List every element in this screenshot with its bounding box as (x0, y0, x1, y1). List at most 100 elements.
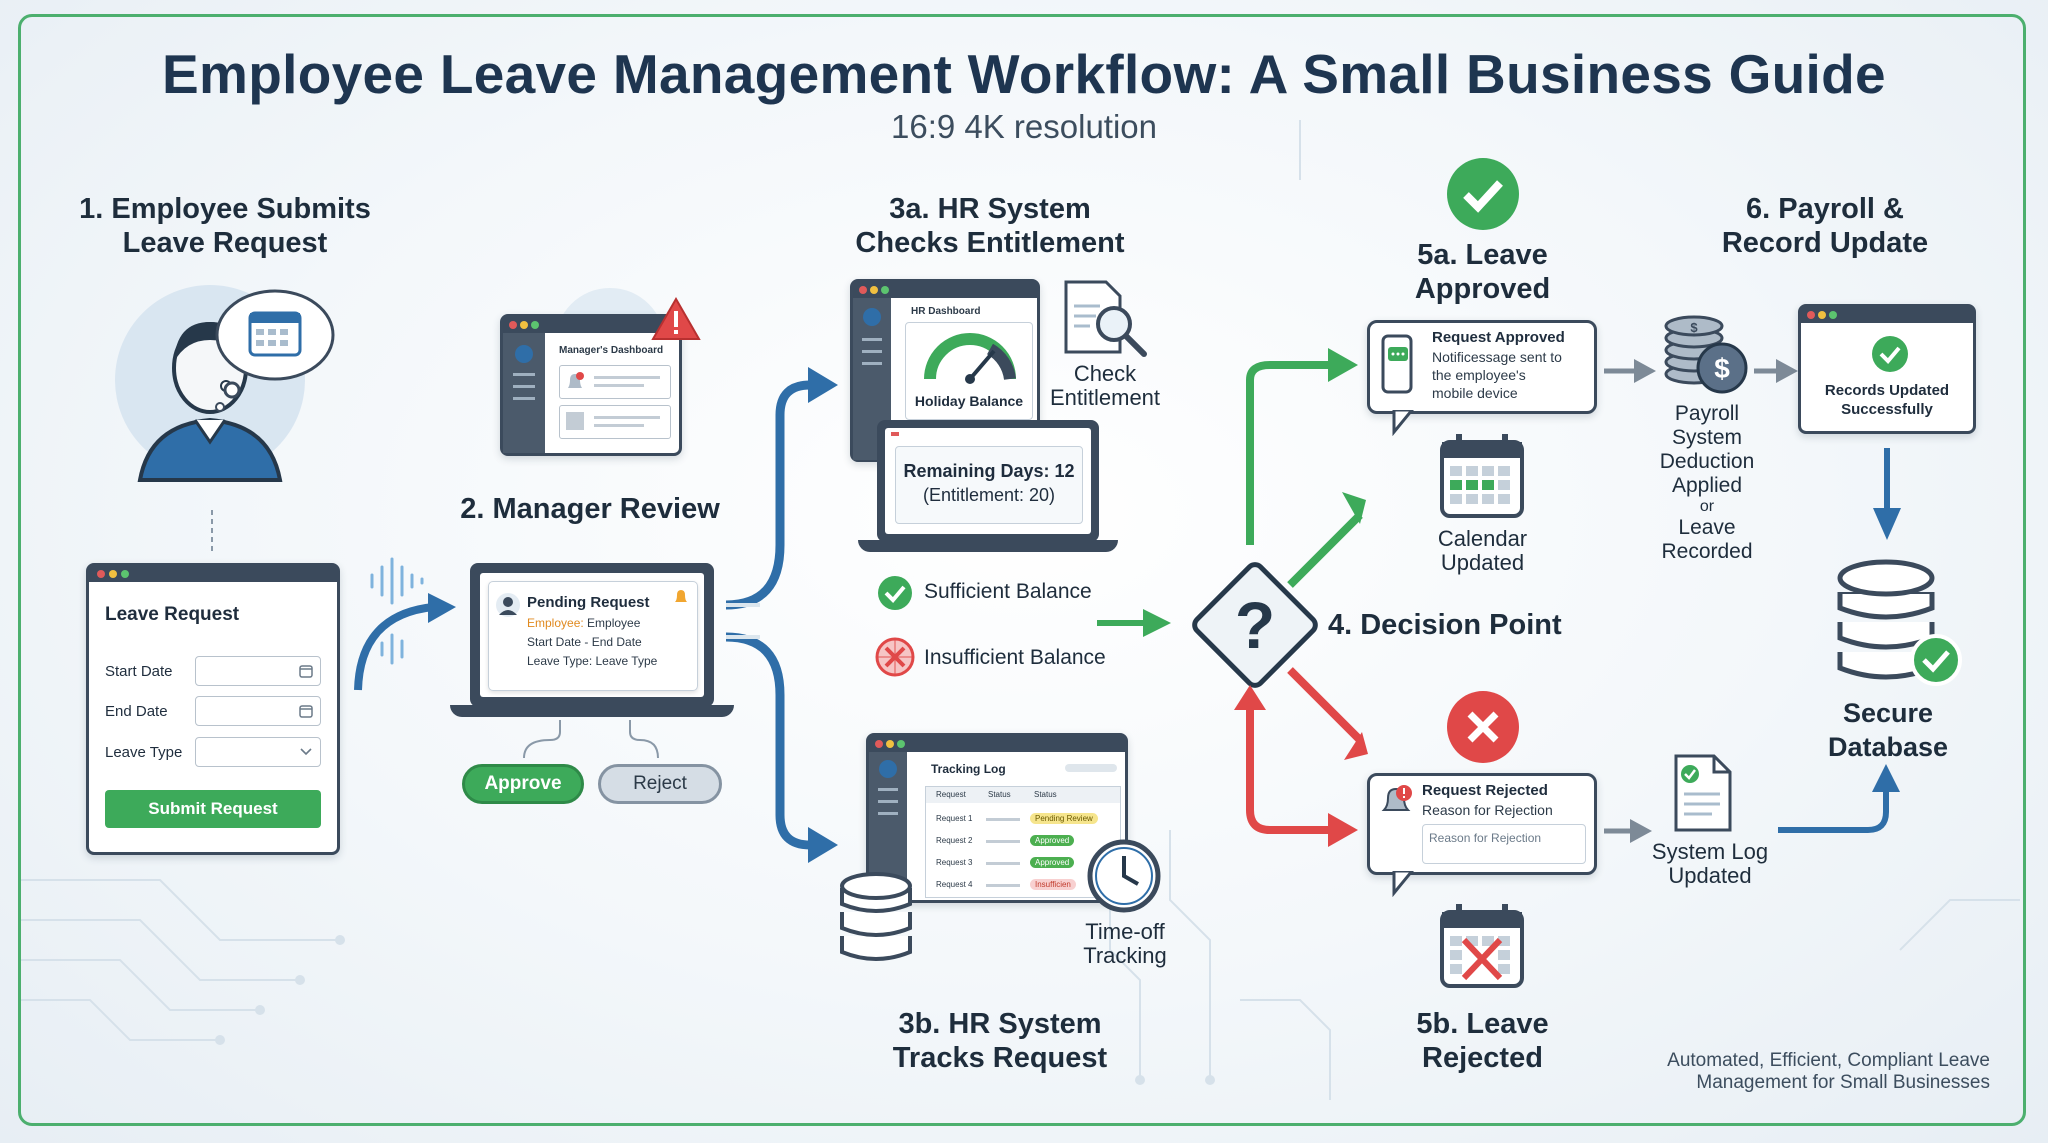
decision-diamond: ? (1192, 562, 1318, 688)
chevron-down-icon (300, 748, 312, 756)
step-2-label: 2. Manager Review (460, 493, 720, 525)
secure-database-label: Secure Database (1820, 696, 1956, 764)
rejection-reason-field[interactable]: Reason for Rejection (1422, 824, 1586, 864)
gauge-icon (924, 333, 1016, 384)
arrow-rejected-to-log (1604, 819, 1652, 843)
rejected-title: Request Rejected (1422, 782, 1548, 799)
calendar-icon (299, 705, 313, 718)
payroll-text: Payroll System Deduction Applied or Leav… (1632, 402, 1782, 564)
managers-dashboard-window: Manager's Dashboard (500, 314, 682, 456)
payroll-line-3: Deduction (1659, 450, 1755, 473)
table-row: Request 2 Approved (926, 833, 1120, 851)
insufficient-balance-label: Insufficient Balance (924, 646, 1106, 669)
start-date-label: Start Date (105, 663, 173, 680)
approve-button[interactable]: Approve (462, 764, 584, 804)
row-request-name: Request 3 (936, 858, 973, 867)
form-title: Leave Request (105, 604, 240, 625)
page-subtitle: 16:9 4K resolution (890, 108, 1157, 145)
rejected-x-icon (1447, 691, 1519, 763)
check-circle-icon (878, 576, 912, 610)
svg-text:?: ? (1235, 588, 1275, 662)
row-status-badge: Insufficien (1030, 879, 1076, 890)
row-request-name: Request 2 (936, 836, 973, 845)
approved-line-1: Notificessage sent to (1432, 349, 1562, 365)
secure-database-icon (1837, 559, 1962, 686)
records-updated-window: Records Updated Successfully (1798, 304, 1976, 434)
approved-line-2: the employee's (1432, 367, 1526, 383)
payroll-line-5: Leave (1678, 516, 1736, 539)
arrow-records-to-db (1873, 448, 1901, 540)
check-entitlement-label: Check Entitlement (1049, 361, 1161, 410)
signal-waves-icon (370, 557, 424, 665)
col-request: Request (936, 790, 966, 799)
warning-icon (651, 296, 701, 340)
leave-type-select[interactable] (195, 737, 321, 767)
secure-db-line-1: Secure (1842, 698, 1934, 728)
start-date-field[interactable] (195, 656, 321, 686)
request-approved-notification: Request Approved Notificessage sent to t… (1367, 320, 1597, 414)
page-title: Employee Leave Management Workflow: A Sm… (162, 43, 1886, 105)
employee-value: Employee (587, 616, 641, 630)
payroll-or: or (1699, 498, 1715, 515)
person-icon (496, 593, 520, 617)
rejection-reason-placeholder: Reason for Rejection (1429, 831, 1542, 845)
step-3b-label: 3b. HR System Tracks Request (892, 1008, 1108, 1074)
col-status: Status (988, 790, 1011, 799)
table-row: Request 4 Insufficien (926, 877, 1120, 895)
connector-dashed (211, 510, 213, 555)
request-rejected-notification: Request Rejected Reason for Rejection Re… (1367, 773, 1597, 875)
managers-dashboard-title: Manager's Dashboard (559, 345, 664, 356)
tracking-log-window: Tracking Log Request Status Status Reque… (866, 733, 1128, 903)
leave-request-form: Leave Request Start Date End Date Leave … (86, 563, 340, 855)
pending-request-title: Pending Request (527, 594, 650, 611)
approved-check-icon (1447, 158, 1519, 230)
col-status-2: Status (1034, 790, 1057, 799)
x-circle-icon (875, 637, 915, 677)
hr-laptop: Remaining Days: 12 (Entitlement: 20) (877, 420, 1099, 542)
arrow-approved-to-payroll (1604, 359, 1656, 383)
database-icon (840, 872, 912, 961)
system-log-label: System Log Updated (1651, 839, 1769, 888)
step-5b-label: 5b. Leave Rejected (1416, 1008, 1549, 1074)
approved-title: Request Approved (1432, 329, 1565, 346)
laptop-base (450, 705, 734, 717)
records-updated-line-1: Records Updated (1824, 382, 1950, 399)
outer-frame (18, 14, 2026, 1126)
row-request-name: Request 4 (936, 880, 973, 889)
decision-arrows (1234, 348, 1368, 847)
row-status-badge: Approved (1030, 857, 1075, 868)
sufficient-balance-label: Sufficient Balance (924, 580, 1092, 603)
submit-request-button[interactable]: Submit Request (105, 790, 321, 828)
payroll-line-6: Recorded (1661, 540, 1753, 563)
arrow-balance-to-decision (1097, 609, 1171, 637)
alert-bell-icon (1381, 785, 1412, 811)
pending-leave-type: Leave Type: Leave Type (527, 654, 658, 668)
entitlement-total: (Entitlement: 20) (922, 485, 1056, 505)
calendar-updated-label: Calendar Updated (1437, 526, 1528, 575)
step-4-label: 4. Decision Point (1328, 609, 1562, 641)
rejected-reason: Reason for Rejection (1422, 802, 1553, 818)
end-date-field[interactable] (195, 696, 321, 726)
tracking-log-title: Tracking Log (931, 762, 1006, 776)
step-1-label: 1. Employee Submits Leave Request (79, 193, 371, 259)
svg-text:$: $ (1690, 320, 1698, 335)
system-log-document-icon (1674, 754, 1732, 832)
thought-bubble-calendar-icon (215, 289, 335, 412)
payroll-coins-icon: $ $ (1664, 315, 1748, 394)
reject-button[interactable]: Reject (598, 764, 722, 804)
hr-laptop-base (858, 540, 1118, 552)
svg-text:$: $ (1714, 353, 1730, 384)
remaining-days: Remaining Days: 12 (903, 461, 1075, 481)
approve-reject-connector (523, 720, 659, 759)
table-row: Request 3 Approved (926, 855, 1120, 873)
footer-tagline: Automated, Efficient, Compliant Leave Ma… (1560, 1050, 1990, 1094)
success-check-icon (1872, 336, 1908, 372)
row-status-badge: Approved (1030, 835, 1075, 846)
arrow-submit-to-review (354, 593, 456, 691)
payroll-line-4: Applied (1671, 474, 1743, 497)
approved-line-3: mobile device (1432, 385, 1518, 401)
mobile-phone-icon (1381, 334, 1413, 394)
notification-bell-icon (675, 590, 687, 602)
